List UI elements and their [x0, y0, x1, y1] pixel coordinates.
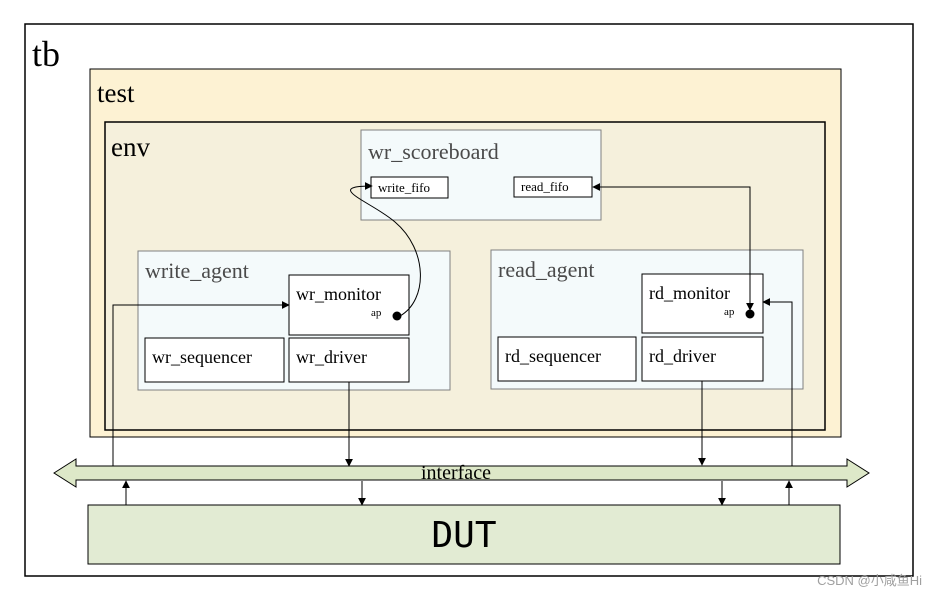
wr-monitor-box — [288, 274, 410, 336]
rd-driver-label: rd_driver — [649, 346, 716, 366]
rd-monitor-label: rd_monitor — [649, 283, 730, 303]
write-agent-title: write_agent — [145, 258, 249, 283]
rd-sequencer-box — [497, 336, 637, 382]
scoreboard-box — [360, 129, 602, 221]
watermark: CSDN @小咸鱼Hi — [817, 573, 922, 588]
rd-monitor-ap-port — [745, 309, 755, 319]
test-label: test — [97, 78, 135, 108]
tb-label: tb — [32, 34, 60, 74]
wr-driver-label: wr_driver — [296, 347, 367, 367]
rd-sequencer-label: rd_sequencer — [505, 346, 601, 366]
scoreboard-title: wr_scoreboard — [368, 139, 499, 164]
wr-monitor-ap-label: ap — [371, 307, 382, 319]
read-fifo-to-rd-ap-arrow — [592, 183, 754, 311]
wr-sequencer-box — [144, 337, 285, 383]
read-fifo-label: read_fifo — [521, 179, 569, 194]
read-agent-title: read_agent — [498, 257, 595, 282]
dut-box — [87, 504, 841, 565]
wr-monitor-label: wr_monitor — [296, 284, 381, 304]
rd-driver-box — [641, 336, 764, 382]
env-label: env — [111, 132, 150, 162]
interface-to-wr-monitor-arrow — [112, 301, 290, 466]
wr-ap-to-write-fifo-arrow — [350, 182, 421, 317]
interface-bus — [53, 458, 870, 488]
wr-monitor-ap-port — [392, 311, 402, 321]
wr-driver-box — [288, 337, 410, 383]
dut-label: DUT — [431, 515, 496, 556]
interface-label: interface — [421, 462, 491, 484]
read-fifo-box — [513, 176, 593, 198]
wr-sequencer-label: wr_sequencer — [152, 347, 252, 367]
interface-to-rd-monitor-arrow — [762, 298, 793, 466]
rd-monitor-ap-label: ap — [724, 306, 735, 318]
write-fifo-label: write_fifo — [378, 180, 430, 195]
